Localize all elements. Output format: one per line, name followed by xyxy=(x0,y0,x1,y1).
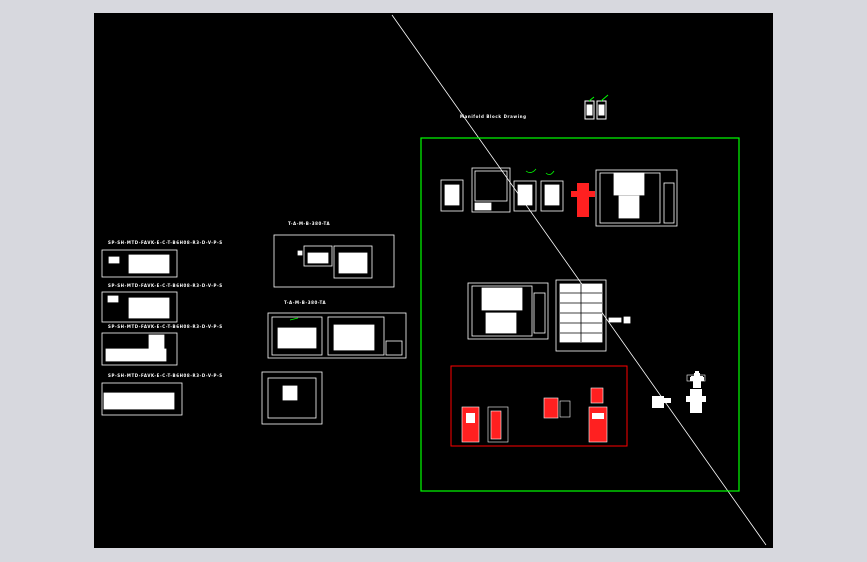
assembly-sheet-2 xyxy=(267,312,407,359)
layout-label-1: SP-SH-MTD-FAVK-E-C-T-B6H08-R3-D-V-P-S xyxy=(108,240,223,245)
sheet-row-top xyxy=(440,167,678,227)
red-boundary-frame xyxy=(450,365,628,447)
parts-right xyxy=(652,371,706,413)
sheet-row-middle xyxy=(467,279,631,352)
assembly-sheet-3 xyxy=(261,371,323,425)
drawing-svg xyxy=(101,14,767,546)
red-part-top xyxy=(571,183,595,217)
green-boundary-frame xyxy=(420,137,740,492)
top-part-views xyxy=(584,94,609,120)
cad-model-space[interactable]: Manifold Block Drawing SP-SH-MTD-FAVK-E-… xyxy=(94,13,773,548)
layout-label-4: SP-SH-MTD-FAVK-E-C-T-B6H08-R3-D-V-P-S xyxy=(108,373,223,378)
layout-label-3: SP-SH-MTD-FAVK-E-C-T-B6H08-R3-D-V-P-S xyxy=(108,324,223,329)
layout-sheet-2 xyxy=(101,291,178,323)
red-parts-group xyxy=(461,387,608,443)
drawing-title-label: Manifold Block Drawing xyxy=(460,114,527,119)
layout-sheet-3 xyxy=(101,332,178,366)
layout-label-2: SP-SH-MTD-FAVK-E-C-T-B6H08-R3-D-V-P-S xyxy=(108,283,223,288)
assembly-label-1: T-A-M-B-380-TA xyxy=(288,221,331,226)
layout-sheet-4 xyxy=(101,382,183,416)
assembly-label-2: T-A-M-B-380-TA xyxy=(284,300,327,305)
assembly-sheet-1 xyxy=(273,234,395,288)
layout-sheet-1 xyxy=(101,249,178,278)
